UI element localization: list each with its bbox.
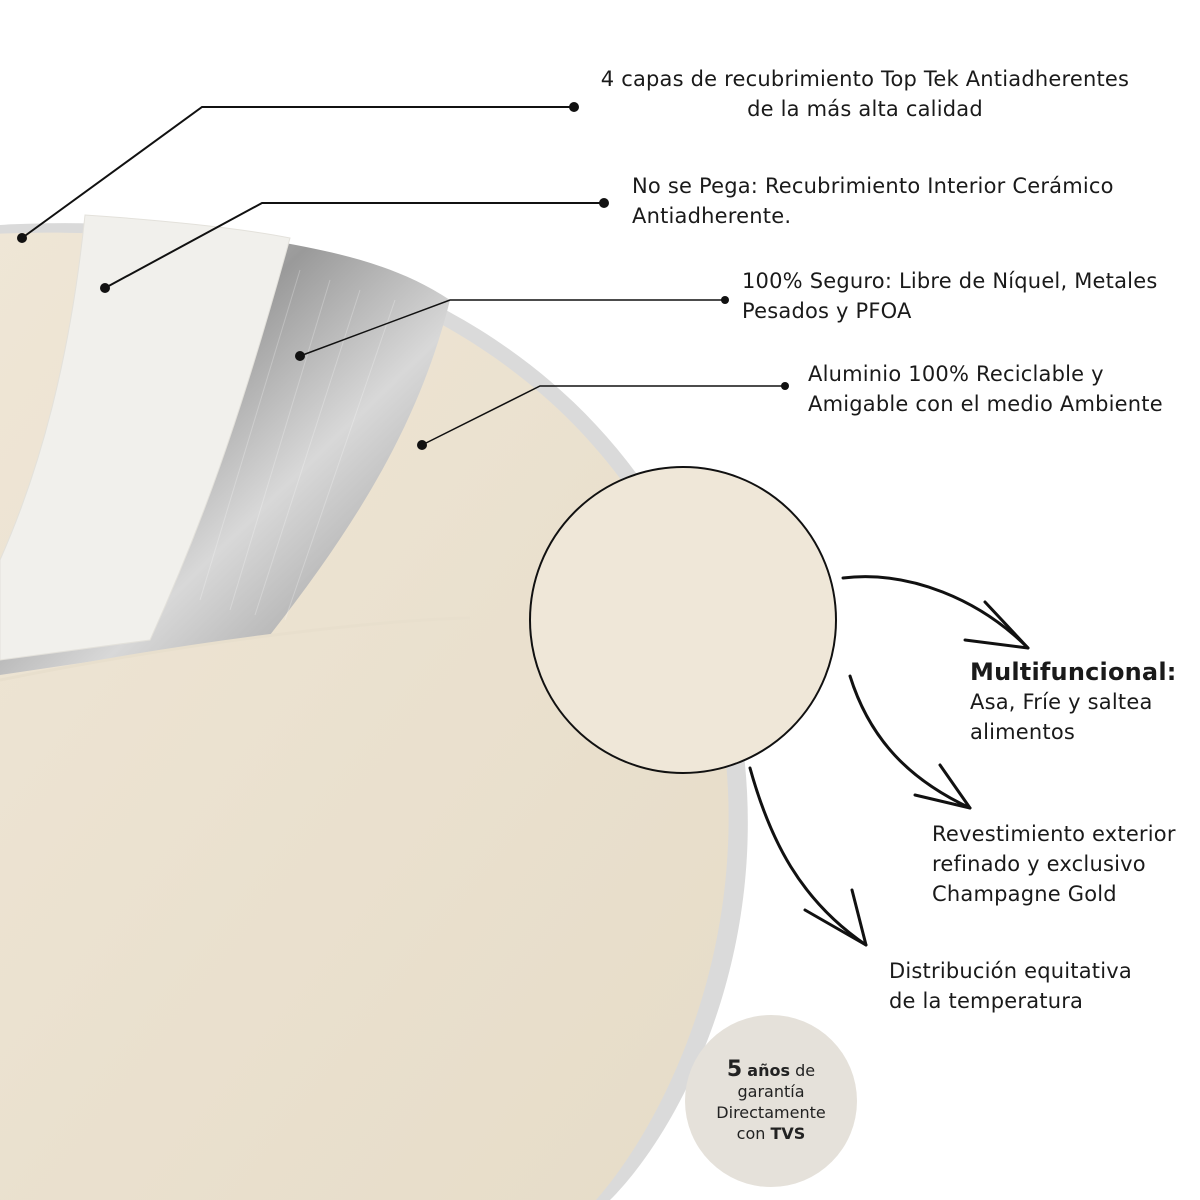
callout-safe: 100% Seguro: Libre de Níquel, Metales Pe… <box>742 266 1192 326</box>
warranty-brand: TVS <box>770 1123 806 1143</box>
callout-nonstick: No se Pega: Recubrimiento Interior Cerám… <box>632 171 1192 231</box>
leader-nonstick <box>104 202 604 289</box>
zoom-circle <box>529 466 837 774</box>
warranty-badge: 5 años de garantía Directamente con TVS <box>685 1015 857 1187</box>
callout-nonstick-line2: Antiadherente. <box>632 204 792 228</box>
warranty-years-word: años <box>747 1060 790 1080</box>
leader-safe <box>299 299 725 357</box>
feature-multifunctional-title: Multifuncional: <box>970 658 1177 686</box>
callout-safe-line1: 100% Seguro: Libre de Níquel, Metales <box>742 269 1158 293</box>
warranty-line2: garantía <box>737 1081 805 1101</box>
callout-aluminium-line2: Amigable con el medio Ambiente <box>808 392 1163 416</box>
callout-safe-line2: Pesados y PFOA <box>742 299 912 323</box>
callout-nonstick-line1: No se Pega: Recubrimiento Interior Cerám… <box>632 174 1114 198</box>
feature-distribution-line1: Distribución equitativa <box>889 959 1132 983</box>
feature-exterior: Revestimiento exterior refinado y exclus… <box>932 819 1197 909</box>
feature-exterior-line3: Champagne Gold <box>932 882 1117 906</box>
feature-multifunctional: Multifuncional: Asa, Fríe y saltea alime… <box>970 657 1195 747</box>
warranty-line3: Directamente <box>716 1102 826 1122</box>
feature-multifunctional-line1: Asa, Fríe y saltea <box>970 690 1153 714</box>
callout-aluminium: Aluminio 100% Reciclable y Amigable con … <box>808 359 1198 419</box>
feature-exterior-line2: refinado y exclusivo <box>932 852 1146 876</box>
callout-layers-line2: de la más alta calidad <box>747 97 983 121</box>
feature-multifunctional-line2: alimentos <box>970 720 1076 744</box>
feature-exterior-line1: Revestimiento exterior <box>932 822 1176 846</box>
warranty-de: de <box>795 1060 816 1080</box>
callout-layers-line1: 4 capas de recubrimiento Top Tek Antiadh… <box>600 67 1130 91</box>
warranty-con: con <box>736 1123 766 1143</box>
arrow-distribution <box>748 766 868 947</box>
callout-layers: 4 capas de recubrimiento Top Tek Antiadh… <box>575 64 1155 124</box>
pan-inner-curve <box>0 616 471 682</box>
feature-distribution-line2: de la temperatura <box>889 989 1084 1013</box>
white-coating-layer <box>0 214 291 661</box>
feature-distribution: Distribución equitativa de la temperatur… <box>889 956 1189 1016</box>
warranty-years-number: 5 <box>726 1056 743 1082</box>
warranty-line1: 5 años de <box>726 1056 816 1082</box>
warranty-line4: con TVS <box>737 1123 806 1144</box>
callout-aluminium-line1: Aluminio 100% Reciclable y <box>808 362 1104 386</box>
arrow-exterior <box>848 674 972 810</box>
leader-aluminium <box>421 385 785 446</box>
leader-layers <box>21 106 574 239</box>
feature-arrows <box>748 575 1030 947</box>
arrow-multifunctional <box>841 575 1030 650</box>
